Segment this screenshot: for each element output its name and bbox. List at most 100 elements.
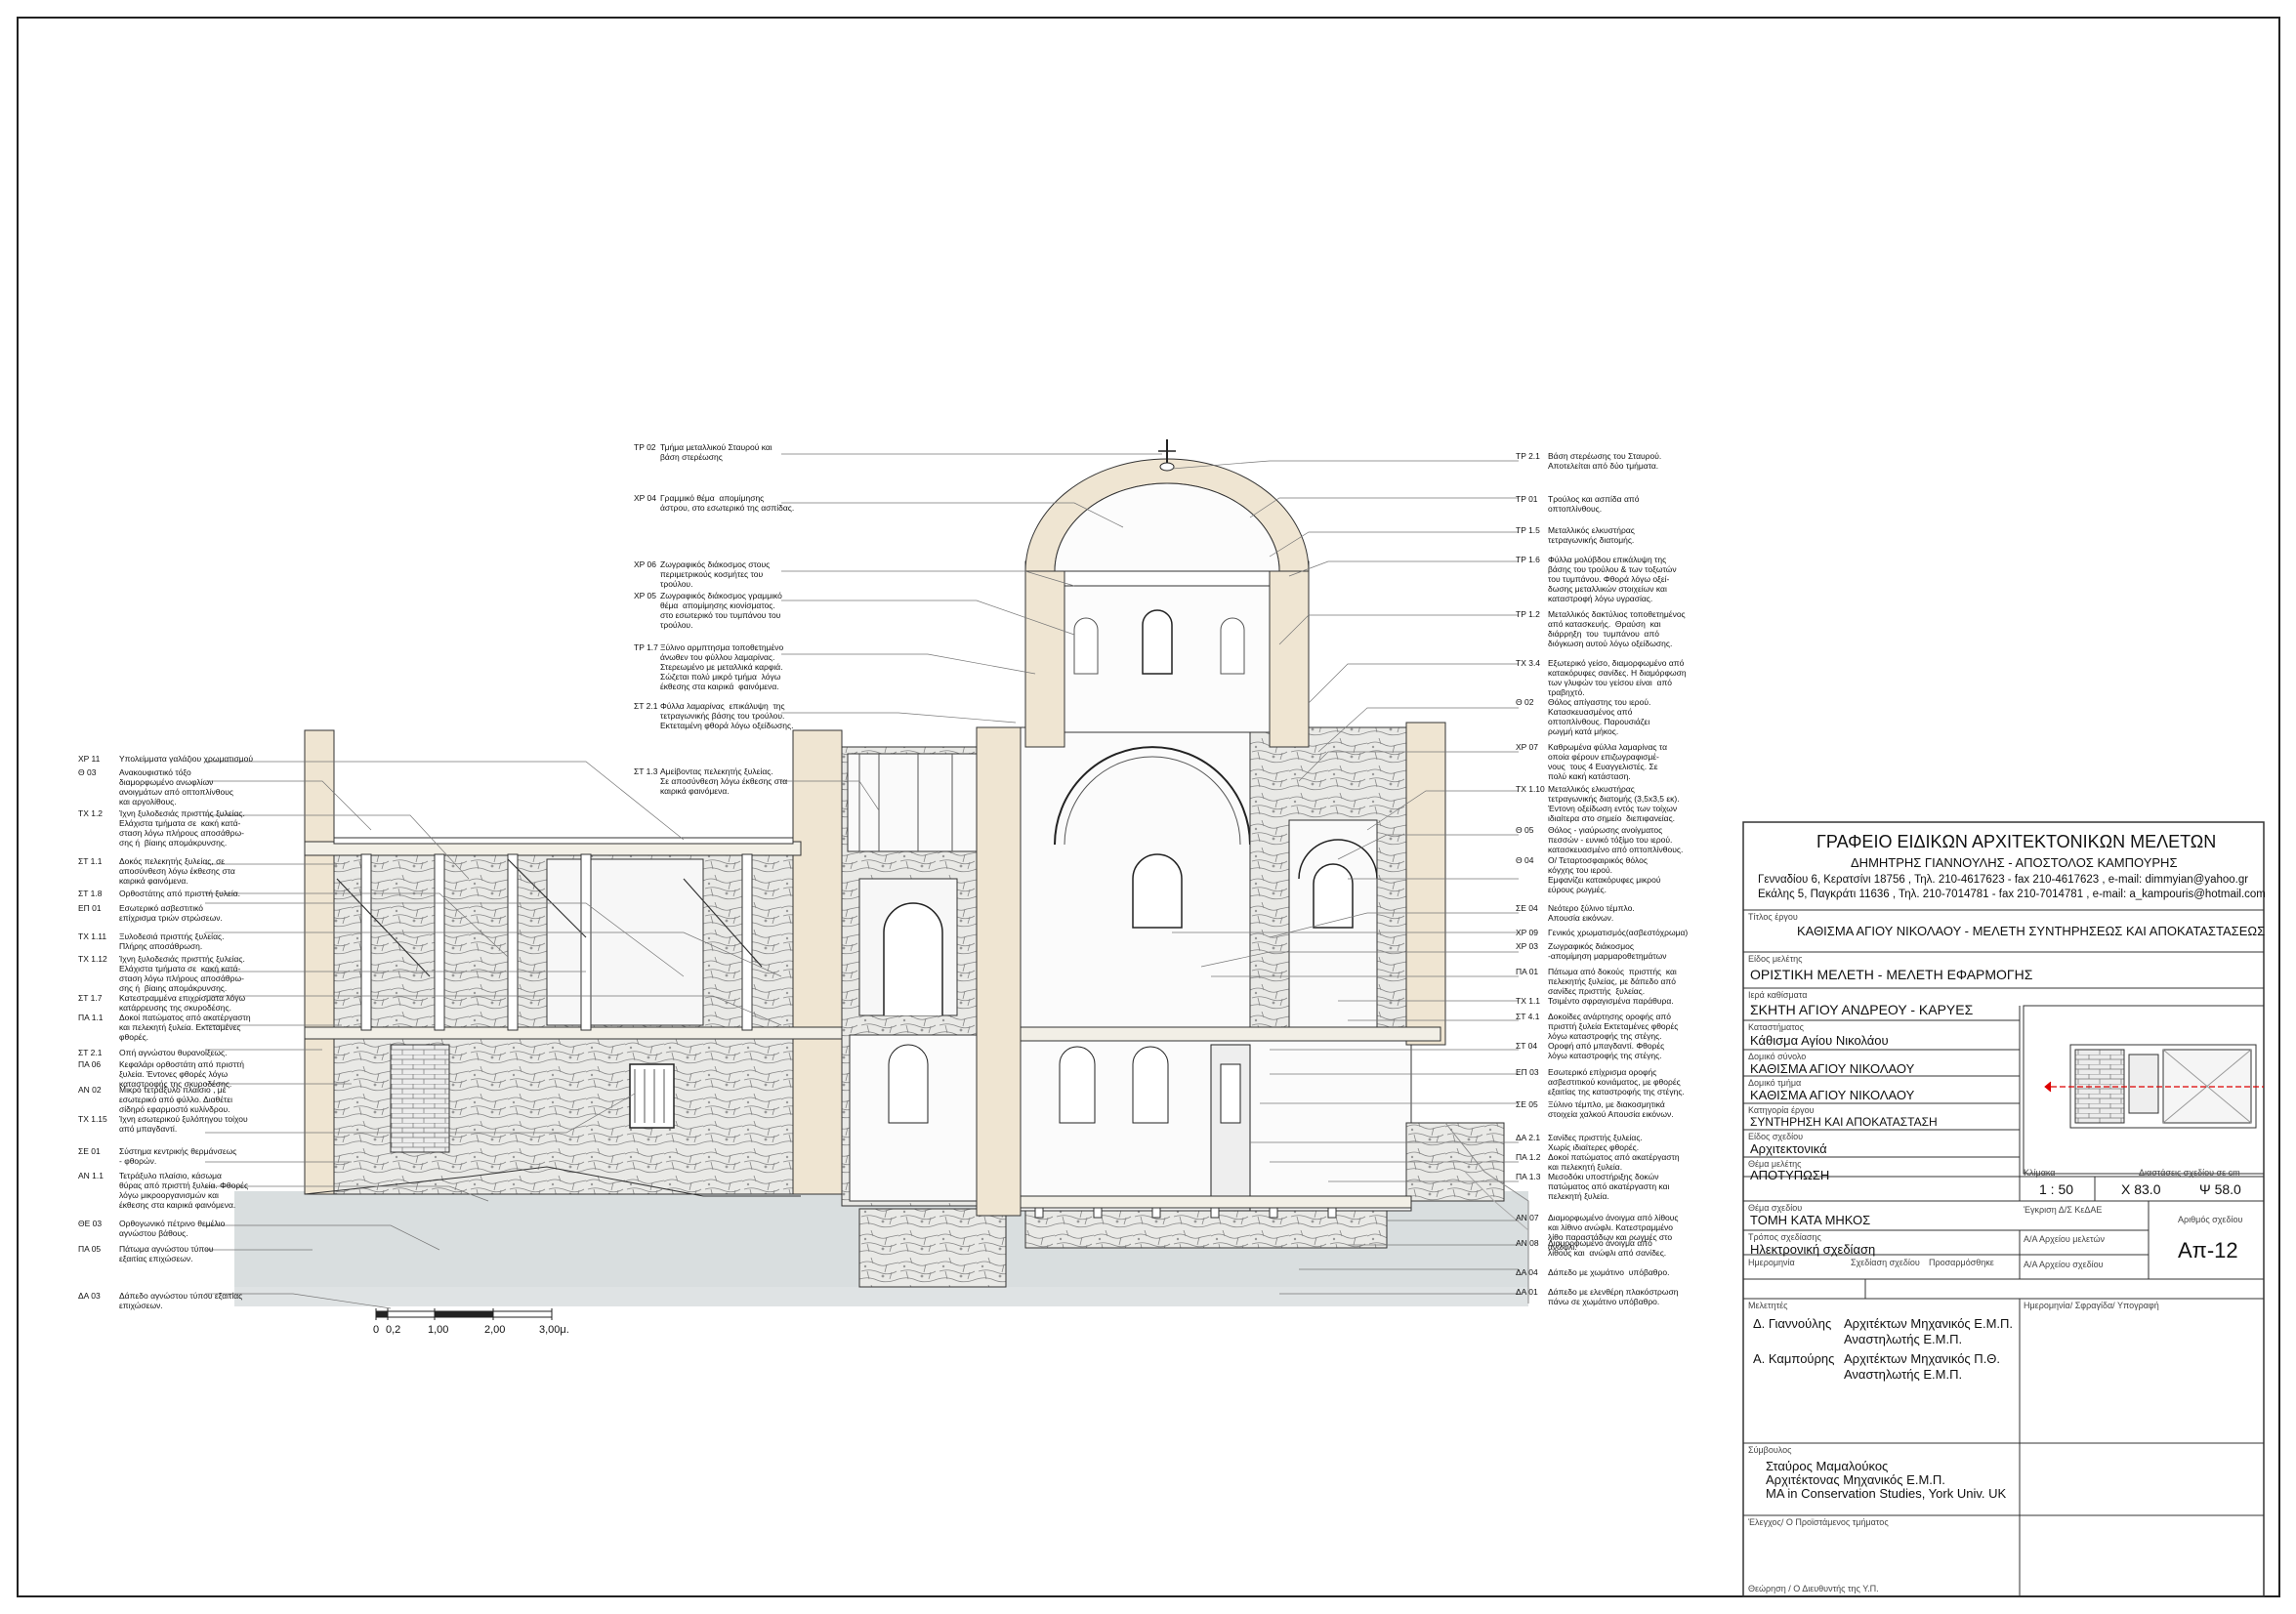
engineer-1-role-2: Αναστηλωτής Ε.Μ.Π.: [1844, 1332, 1963, 1346]
annotation-code: ΣΕ 01: [78, 1146, 101, 1156]
scale-tick-2: 2,00: [484, 1324, 506, 1336]
annotation-text: Δοκός πελεκητής ξυλείας, σε αποσύνθεση λ…: [119, 856, 235, 886]
advisor-role-1: Αρχιτέκτονας Μηχανικός Ε.Μ.Π.: [1766, 1472, 1945, 1487]
longitudinal-section: [234, 439, 1529, 1306]
place-value: ΣΚΗΤΗ ΑΓΙΟΥ ΑΝΔΡΕΟΥ - ΚΑΡΥΕΣ: [1750, 1002, 1974, 1017]
annotation-text: Ο/ Τεταρτοσφαιρικός θόλος κόγχης του ιερ…: [1548, 855, 1661, 894]
annotation-code: ΧΡ 09: [1516, 928, 1539, 937]
annotation-text: Ζωγραφικός διάκοσμος γραμμικό θέμα απομί…: [660, 591, 782, 630]
annotation-text: Υπολείμματα γαλάζιου χρωματισμού: [119, 754, 254, 764]
annotation-code: ΣΤ 1.3: [634, 766, 658, 776]
dim-y-value: Ψ 58.0: [2199, 1181, 2241, 1197]
annotation-code: ΑΝ 08: [1516, 1238, 1539, 1248]
annotation-text: Διαμορφωμένο άνοιγμα από λίθους και λίθι…: [1548, 1213, 1679, 1252]
annotation-text: Νεότερο ξύλινο τέμπλο. Απουσία εικόνων.: [1548, 903, 1635, 923]
engineer-2-role-1: Αρχιτέκτων Μηχανικός Π.Θ.: [1844, 1351, 2001, 1366]
annotation-text: Ανακουφιστικό τόξο διαμορφωμένο ανωφλίων…: [119, 767, 233, 807]
subject-value: ΑΠΟΤΥΠΩΣΗ: [1750, 1168, 1830, 1182]
title-block: [1742, 821, 2265, 1597]
engineer-1-name: Δ. Γιαννούλης: [1753, 1316, 1832, 1331]
complex-label: Δομικό σύνολο: [1748, 1052, 1807, 1061]
sign-label: Ημερομηνία/ Σφραγίδα/ Υπογραφή: [2024, 1301, 2159, 1310]
leader-lines: [205, 453, 1519, 1309]
category-value: ΣΥΝΤΗΡΗΣΗ ΚΑΙ ΑΠΟΚΑΤΑΣΤΑΣΗ: [1750, 1115, 1938, 1129]
method-label: Τρόπος σχεδίασης: [1748, 1232, 1821, 1242]
annotation-code: ΤΧ 1.15: [78, 1114, 107, 1124]
annotation-text: Δοκοί πατώματος από ακατέργαστη και πελε…: [119, 1013, 251, 1042]
annotation-text: Ξυλοδεσιά πρισττής ξυλείας. Πλήρης αποσά…: [119, 931, 225, 951]
annotation-text: Σανίδες πρισττής ξυλείας. Χωρίς ιδιαίτερ…: [1548, 1133, 1643, 1152]
annotation-code: ΤΧ 1.10: [1516, 784, 1545, 794]
advisor-role-2: MA in Conservation Studies, York Univ. U…: [1766, 1486, 2007, 1501]
annotation-code: ΑΝ 07: [1516, 1213, 1539, 1222]
annotation-text: Θόλος απίγαστης του ιερού. Κατασκευασμέν…: [1548, 697, 1651, 736]
annotation-code: ΣΕ 04: [1516, 903, 1538, 913]
annotation-text: Ξύλινο αρμπτησμα τοποθετημένο άνωθεν του…: [660, 642, 784, 691]
annotation-text: Ζωγραφικός διάκοσμος -απομίμηση μαρμαροθ…: [1548, 941, 1667, 961]
engineer-1-role-1: Αρχιτέκτων Μηχανικός Ε.Μ.Π.: [1844, 1316, 2014, 1331]
annotation-text: Δοκοίδες ανάρτησης οροφής από πρισττή ξυ…: [1548, 1012, 1679, 1041]
annotation-code: ΠΑ 06: [78, 1059, 102, 1069]
annotation-text: Φύλλα μολύβδου επικάλυψη της βάσης του τ…: [1548, 555, 1677, 603]
annotation-code: ΣΤ 04: [1516, 1041, 1538, 1051]
annotation-code: ΣΤ 1.7: [78, 993, 103, 1003]
annotation-text: Δάπεδο με χωμάτινο υπόβαθρο.: [1548, 1267, 1670, 1277]
annotation-text: Εσωτερικό επίχρισμα οροφής ασβεστιτικού …: [1548, 1067, 1685, 1097]
annotation-text: Βάση στερέωσης του Σταυρού. Αποτελείται …: [1548, 451, 1662, 471]
annotation-code: ΕΠ 01: [78, 903, 102, 913]
annotation-code: Θ 04: [1516, 855, 1534, 865]
annotation-text: Ζωγραφικός διάκοσμος στους περιμετρικούς…: [660, 559, 771, 589]
drawn-label: Σχεδίαση σχεδίου: [1851, 1258, 1920, 1267]
annotation-code: ΑΝ 1.1: [78, 1171, 104, 1180]
annotation-code: ΤΧ 1.2: [78, 808, 104, 818]
ref3-label: Α/Α Αρχείου σχεδίου: [2024, 1260, 2104, 1269]
annotation-text: Αμείβοντας πελεκητής ξυλείας. Σε αποσύνθ…: [660, 766, 788, 796]
office-address-1: Γενναδίου 6, Κερατσίνι 18756 , Τηλ. 210-…: [1758, 874, 2249, 886]
approve-label: Έλεγχος/ Ο Προϊστάμενος τμήματος: [1748, 1517, 1889, 1527]
advisor-label: Σύμβουλος: [1748, 1445, 1792, 1455]
approve2-label: Θεώρηση / Ο Διευθυντής της Υ.Π.: [1748, 1584, 1879, 1593]
annotation-text: Ξύλινο τέμπλο, με διακοσμητικά στοιχεία …: [1548, 1099, 1674, 1119]
annotation-text: Ίχνη εσωτερικού ξυλόπηγου τοίχου από μπα…: [119, 1114, 248, 1134]
annotation-text: Γραμμικό θέμα απομίμησης άστρου, στο εσω…: [660, 493, 795, 513]
annotation-text: Ίχνη ξυλοδεσιάς πρισττής ξυλείας. Ελάχισ…: [119, 954, 245, 993]
annotation-code: ΧΡ 11: [78, 754, 101, 764]
subject-label: Θέμα μελέτης: [1748, 1159, 1802, 1169]
scale-tick-0: 0: [373, 1324, 380, 1336]
annotation-text: Δοκοί πατώματος από ακατέργαστη και πελε…: [1548, 1152, 1680, 1172]
annotation-code: ΤΡ 1.5: [1516, 525, 1540, 535]
annotation-code: ΔΑ 03: [78, 1291, 101, 1301]
ref-label: Έγκριση Δ/Σ ΚεΔΑΕ: [2024, 1205, 2103, 1215]
complex-value: ΚΑΘΙΣΜΑ ΑΓΙΟΥ ΝΙΚΟΛΑΟΥ: [1750, 1061, 1915, 1076]
engineer-2-role-2: Αναστηλωτής Ε.Μ.Π.: [1844, 1367, 1963, 1382]
annotation-text: Ίχνη ξυλοδεσιάς πρισττής ξυλείας. Ελάχισ…: [119, 808, 245, 848]
key-plan: [2044, 1044, 2264, 1129]
annotation-text: Διαμορφωμένο άνοιγμα από λίθους και ανώφ…: [1548, 1238, 1667, 1258]
drawing-number: Απ-12: [2178, 1238, 2238, 1262]
method-value: Ηλεκτρονική σχεδίαση: [1750, 1242, 1876, 1257]
engineer-2-name: Α. Καμπούρης: [1753, 1351, 1835, 1366]
office-address-2: Εκάλης 5, Παγκράτι 11636 , Τηλ. 210-7014…: [1758, 889, 2266, 900]
annotation-text: Φύλλα λαμαρίνας επικάλυψη της τετραγωνικ…: [660, 701, 794, 730]
annotation-code: ΣΕ 05: [1516, 1099, 1538, 1109]
annotation-code: ΠΑ 05: [78, 1244, 102, 1254]
dims-label: Διαστάσεις σχεδίου σε cm: [2139, 1168, 2240, 1178]
office-names: ΔΗΜΗΤΡΗΣ ΓΙΑΝΝΟΥΛΗΣ - ΑΠΟΣΤΟΛΟΣ ΚΑΜΠΟΥΡΗ…: [1851, 855, 2178, 870]
annotation-code: Θ 05: [1516, 825, 1534, 835]
scale-label: Κλίμακα: [2024, 1168, 2056, 1178]
annotation-code: Θ 02: [1516, 697, 1534, 707]
advisor-name: Σταύρος Μαμαλούκος: [1766, 1459, 1889, 1473]
annotation-code: ΧΡ 03: [1516, 941, 1539, 951]
annotation-code: ΠΑ 1.2: [1516, 1152, 1541, 1162]
annotation-code: Θ 03: [78, 767, 97, 777]
annotation-text: Τσιμέντο σφραγισμένα παράθυρα.: [1548, 996, 1674, 1006]
annotation-text: Μικρό τετράξυλο πλαίσιο , με εσωτερικό α…: [119, 1085, 233, 1114]
type-value: Αρχιτεκτονικά: [1750, 1141, 1827, 1156]
annotation-code: ΤΧ 3.4: [1516, 658, 1541, 668]
annotation-code: ΑΝ 02: [78, 1085, 102, 1095]
annotation-code: ΕΠ 03: [1516, 1067, 1539, 1077]
annotation-code: ΣΤ 4.1: [1516, 1012, 1540, 1021]
annotation-text: Οπή αγνώστου θυρανοίξεως.: [119, 1048, 228, 1057]
annotation-text: Τετράξυλο πλαίσιο, κάσωμα θύρας από πρισ…: [119, 1171, 249, 1210]
building-label: Δομικό τμήμα: [1748, 1078, 1802, 1088]
